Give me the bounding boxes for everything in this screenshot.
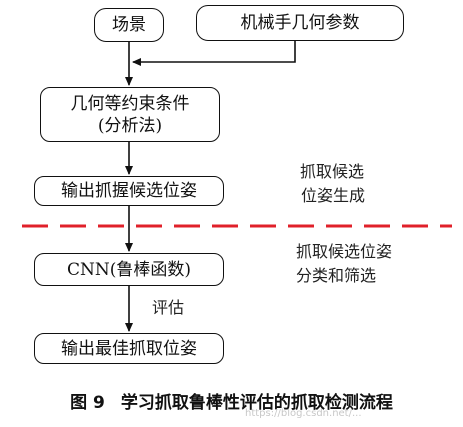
output-best-label: 输出最佳抓取位姿 <box>61 338 197 359</box>
constraints-label-line2: (分析法) <box>97 115 163 136</box>
scene-label: 场景 <box>112 15 146 35</box>
stage1-label-line2: 位姿生成 <box>301 186 366 205</box>
stage1-label-line1: 抓取候选 <box>300 162 365 181</box>
arm-params-node: 机械手几何参数 <box>196 5 404 41</box>
constraints-label-line1: 几何等约束条件 <box>70 93 190 114</box>
scene-node: 场景 <box>94 8 164 42</box>
output-candidates-node: 输出抓握候选位姿 <box>34 176 224 206</box>
cnn-node: CNN(鲁棒函数) <box>34 253 224 286</box>
cnn-label: CNN(鲁棒函数) <box>66 259 192 280</box>
stage2-label: 抓取候选位姿 分类和筛选 <box>296 240 392 288</box>
stage2-label-line1: 抓取候选位姿 <box>296 242 393 261</box>
stage1-label: 抓取候选 位姿生成 <box>300 160 365 208</box>
figure-number: 图 9 <box>70 393 105 413</box>
output-best-node: 输出最佳抓取位姿 <box>34 333 224 364</box>
stage2-label-line2: 分类和筛选 <box>296 266 377 285</box>
output-candidates-label: 输出抓握候选位姿 <box>61 181 197 201</box>
figure-caption-text: 学习抓取鲁棒性评估的抓取检测流程 <box>120 393 393 413</box>
constraints-node: 几何等约束条件 (分析法) <box>40 87 220 142</box>
arm-params-label: 机械手几何参数 <box>240 13 360 33</box>
figure-caption: 图 9 学习抓取鲁棒性评估的抓取检测流程 <box>0 388 463 413</box>
watermark: https://blog.csdn.net/... <box>245 408 362 419</box>
arrow-arm-params-to-main <box>132 40 296 66</box>
evaluate-label: 评估 <box>152 298 185 317</box>
